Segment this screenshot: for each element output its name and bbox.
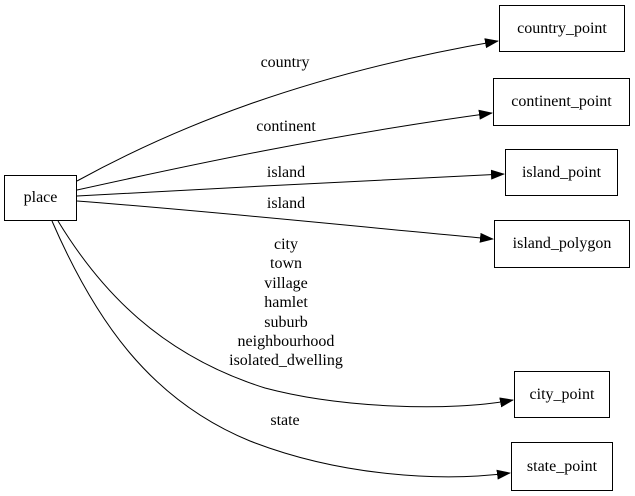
node-island-polygon: island_polygon [494, 220, 630, 268]
node-city-point: city_point [514, 371, 610, 418]
node-continent-point-label: continent_point [511, 93, 612, 110]
edge-label-city: city [273, 236, 298, 253]
edge-place-country-point [76, 38, 499, 182]
node-island-polygon-label: island_polygon [512, 235, 612, 252]
node-country-point-label: country_point [517, 19, 607, 37]
node-place: place [4, 175, 77, 221]
edge-place-state-point [51, 220, 511, 480]
edge-label-hamlet: hamlet [264, 294, 308, 312]
edge-place-city-point [57, 220, 514, 408]
node-island-point: island_point [505, 149, 618, 196]
edge-label-state: state [270, 412, 300, 429]
edge-label-city-group: city town village hamlet suburb neighbou… [229, 235, 343, 371]
node-state-point: state_point [511, 442, 613, 491]
node-state-point-label: state_point [526, 457, 598, 475]
node-place-label: place [23, 189, 58, 206]
edge-label-town: town [269, 255, 302, 273]
edge-label-suburb: suburb [264, 313, 308, 331]
edge-label-village: village [264, 274, 308, 292]
edge-label-island-polygon: island [266, 195, 306, 212]
edge-label-country: country [260, 54, 310, 71]
node-island-point-label: island_point [521, 163, 602, 181]
edge-label-island-point: island [266, 164, 306, 181]
edge-label-continent: continent [256, 118, 316, 135]
node-city-point-label: city_point [529, 385, 595, 403]
edge-place-island-polygon [76, 200, 494, 243]
node-continent-point: continent_point [493, 78, 630, 126]
edge-label-neighbourhood: neighbourhood [237, 333, 335, 351]
edge-label-isolated-dwelling: isolated_dwelling [229, 352, 343, 370]
node-country-point: country_point [499, 5, 625, 52]
edge-place-continent-point [76, 109, 493, 191]
edge-place-island-point [76, 169, 505, 197]
